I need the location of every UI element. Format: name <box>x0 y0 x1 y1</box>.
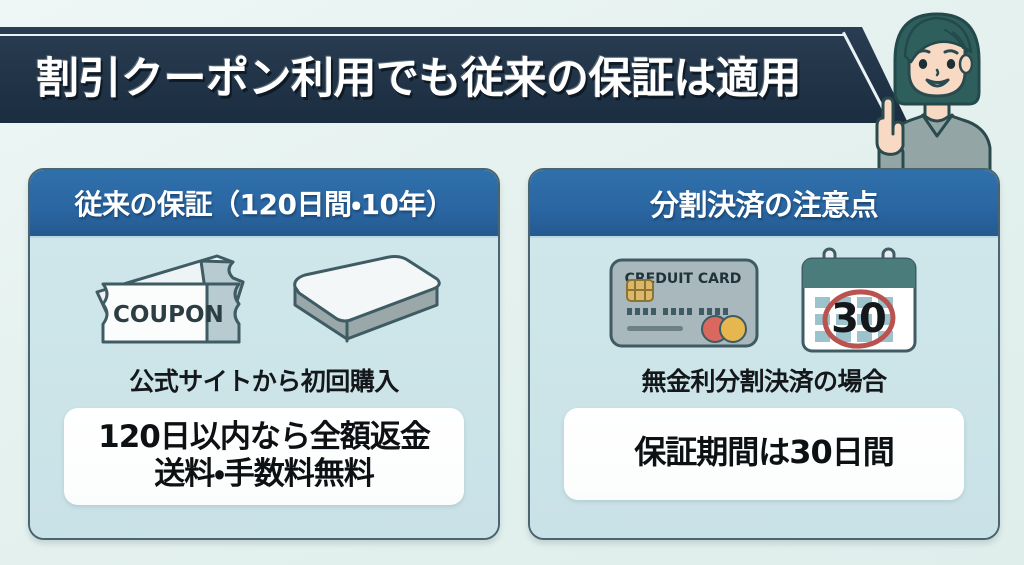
coupon-ticket-icon: COUPON <box>95 254 245 344</box>
cards-container: 従来の保証（120日間・10年） <box>0 168 1024 540</box>
page-title: 割引クーポン利用でも従来の保証は適用 <box>36 54 802 104</box>
highlight-line-2: 送料・手数料無料 <box>154 455 375 492</box>
icon-row-traditional: COUPON <box>81 238 447 366</box>
banner-background-shape <box>0 27 908 123</box>
coupon-label: COUPON <box>113 302 224 328</box>
highlight-box-traditional: 120日以内なら全額返金 送料・手数料無料 <box>64 408 464 506</box>
card-caption-installment: 無金利分割決済の場合 <box>641 367 887 396</box>
card-installment-notes: 分割決済の注意点 CREDUIT CARD <box>528 168 1000 540</box>
title-banner: 割引クーポン利用でも従来の保証は適用 <box>0 27 908 123</box>
icon-row-installment: CREDUIT CARD <box>605 238 923 366</box>
calendar-icon: 30 <box>801 247 917 353</box>
pointing-woman-icon <box>875 12 992 177</box>
card-caption-traditional: 公式サイトから初回購入 <box>129 367 399 396</box>
card-traditional-warranty: 従来の保証（120日間・10年） <box>28 168 500 540</box>
presenter-illustration <box>859 0 1024 177</box>
circle-highlight-icon <box>822 289 896 349</box>
mattress-icon <box>293 255 441 343</box>
calendar-day-number: 30 <box>831 296 887 342</box>
highlight-line-1: 120日以内なら全額返金 <box>98 419 431 455</box>
highlight-line-1: 保証期間は30日間 <box>634 433 895 471</box>
card-body-installment: CREDUIT CARD <box>530 238 998 538</box>
highlight-box-installment: 保証期間は30日間 <box>564 408 964 500</box>
card-header-installment: 分割決済の注意点 <box>530 170 998 238</box>
credit-card-icon: CREDUIT CARD <box>609 258 759 348</box>
card-body-traditional: COUPON 公式サイトから初回購入 120日以内なら全額返金 <box>30 238 498 538</box>
card-header-title: 分割決済の注意点 <box>649 188 879 222</box>
card-header-title: 従来の保証（120日間・10年） <box>74 188 454 221</box>
card-header-traditional: 従来の保証（120日間・10年） <box>30 170 498 238</box>
